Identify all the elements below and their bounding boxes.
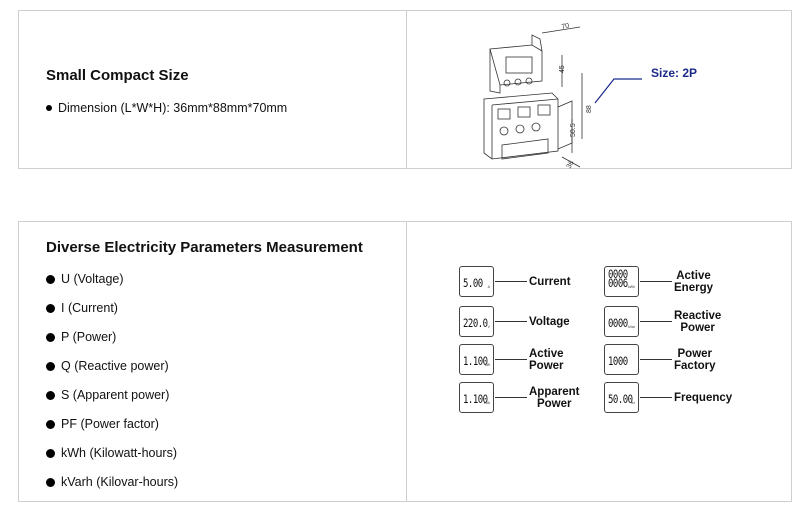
param-bullet: kWh (Kilowatt-hours): [46, 446, 177, 460]
lcd-display: 5.00 A: [459, 266, 494, 297]
parameters-title: Diverse Electricity Parameters Measureme…: [46, 239, 363, 256]
bullet-dot-icon: [46, 332, 55, 342]
param-bullet: U (Voltage): [46, 272, 124, 286]
bullet-dot-icon: [46, 448, 55, 458]
dim-height: 88: [586, 105, 593, 113]
din-meter-drawing: 70 45 88 50.5 36: [483, 22, 642, 170]
parameters-text: Diverse Electricity Parameters Measureme…: [19, 222, 406, 501]
lcd-display: 0000 kVar: [604, 306, 639, 337]
size-label: Size: 2P: [651, 66, 698, 80]
parameters-illustration: 5.00 A Current 220.0 V Voltage 1.100 kW …: [406, 222, 791, 501]
parameters-panel: Diverse Electricity Parameters Measureme…: [18, 221, 792, 502]
param-bullet: I (Current): [46, 301, 118, 315]
compact-size-text: Small Compact Size Dimension (L*W*H): 36…: [19, 11, 406, 168]
bullet-dot-icon: [46, 419, 55, 429]
param-bullet: Q (Reactive power): [46, 359, 169, 373]
bullet-dot-icon: [46, 390, 55, 400]
bullet-dot-icon: [46, 361, 55, 371]
bullet-dot-icon: [46, 477, 55, 487]
dim-lower: 50.5: [570, 123, 577, 137]
lcd-display: 1000: [604, 344, 639, 375]
param-bullet: PF (Power factor): [46, 417, 159, 431]
bullet-dot-icon: [46, 274, 55, 284]
param-frequency: 50.00 Hz Frequency: [604, 382, 732, 413]
dimension-text: Dimension (L*W*H): 36mm*88mm*70mm: [58, 101, 288, 115]
lcd-display: 0000 0006 kWh: [604, 266, 639, 297]
compact-size-title: Small Compact Size: [46, 67, 189, 84]
dim-upper: 45: [559, 65, 566, 73]
param-bullet: kVarh (Kilovar-hours): [46, 475, 178, 489]
bullet-dot-icon: [46, 105, 52, 111]
param-bullet: S (Apparent power): [46, 388, 169, 402]
param-voltage: 220.0 V Voltage: [459, 306, 570, 337]
dim-top: 70: [561, 22, 570, 30]
lcd-display: 220.0 V: [459, 306, 494, 337]
size-leader-line: [594, 78, 642, 104]
lcd-display: 1.100 kVA: [459, 382, 494, 413]
meter-drawing-area: 70 45 88 50.5 36 Size: 2P: [406, 11, 791, 170]
compact-size-panel: Small Compact Size Dimension (L*W*H): 36…: [18, 10, 792, 170]
bullet-dot-icon: [46, 303, 55, 313]
dim-base: 36: [566, 160, 576, 170]
dimension-bullet: Dimension (L*W*H): 36mm*88mm*70mm: [46, 101, 287, 115]
param-bullet: P (Power): [46, 330, 116, 344]
lcd-display: 1.100 kW: [459, 344, 494, 375]
lcd-display: 50.00 Hz: [604, 382, 639, 413]
param-current: 5.00 A Current: [459, 266, 571, 297]
